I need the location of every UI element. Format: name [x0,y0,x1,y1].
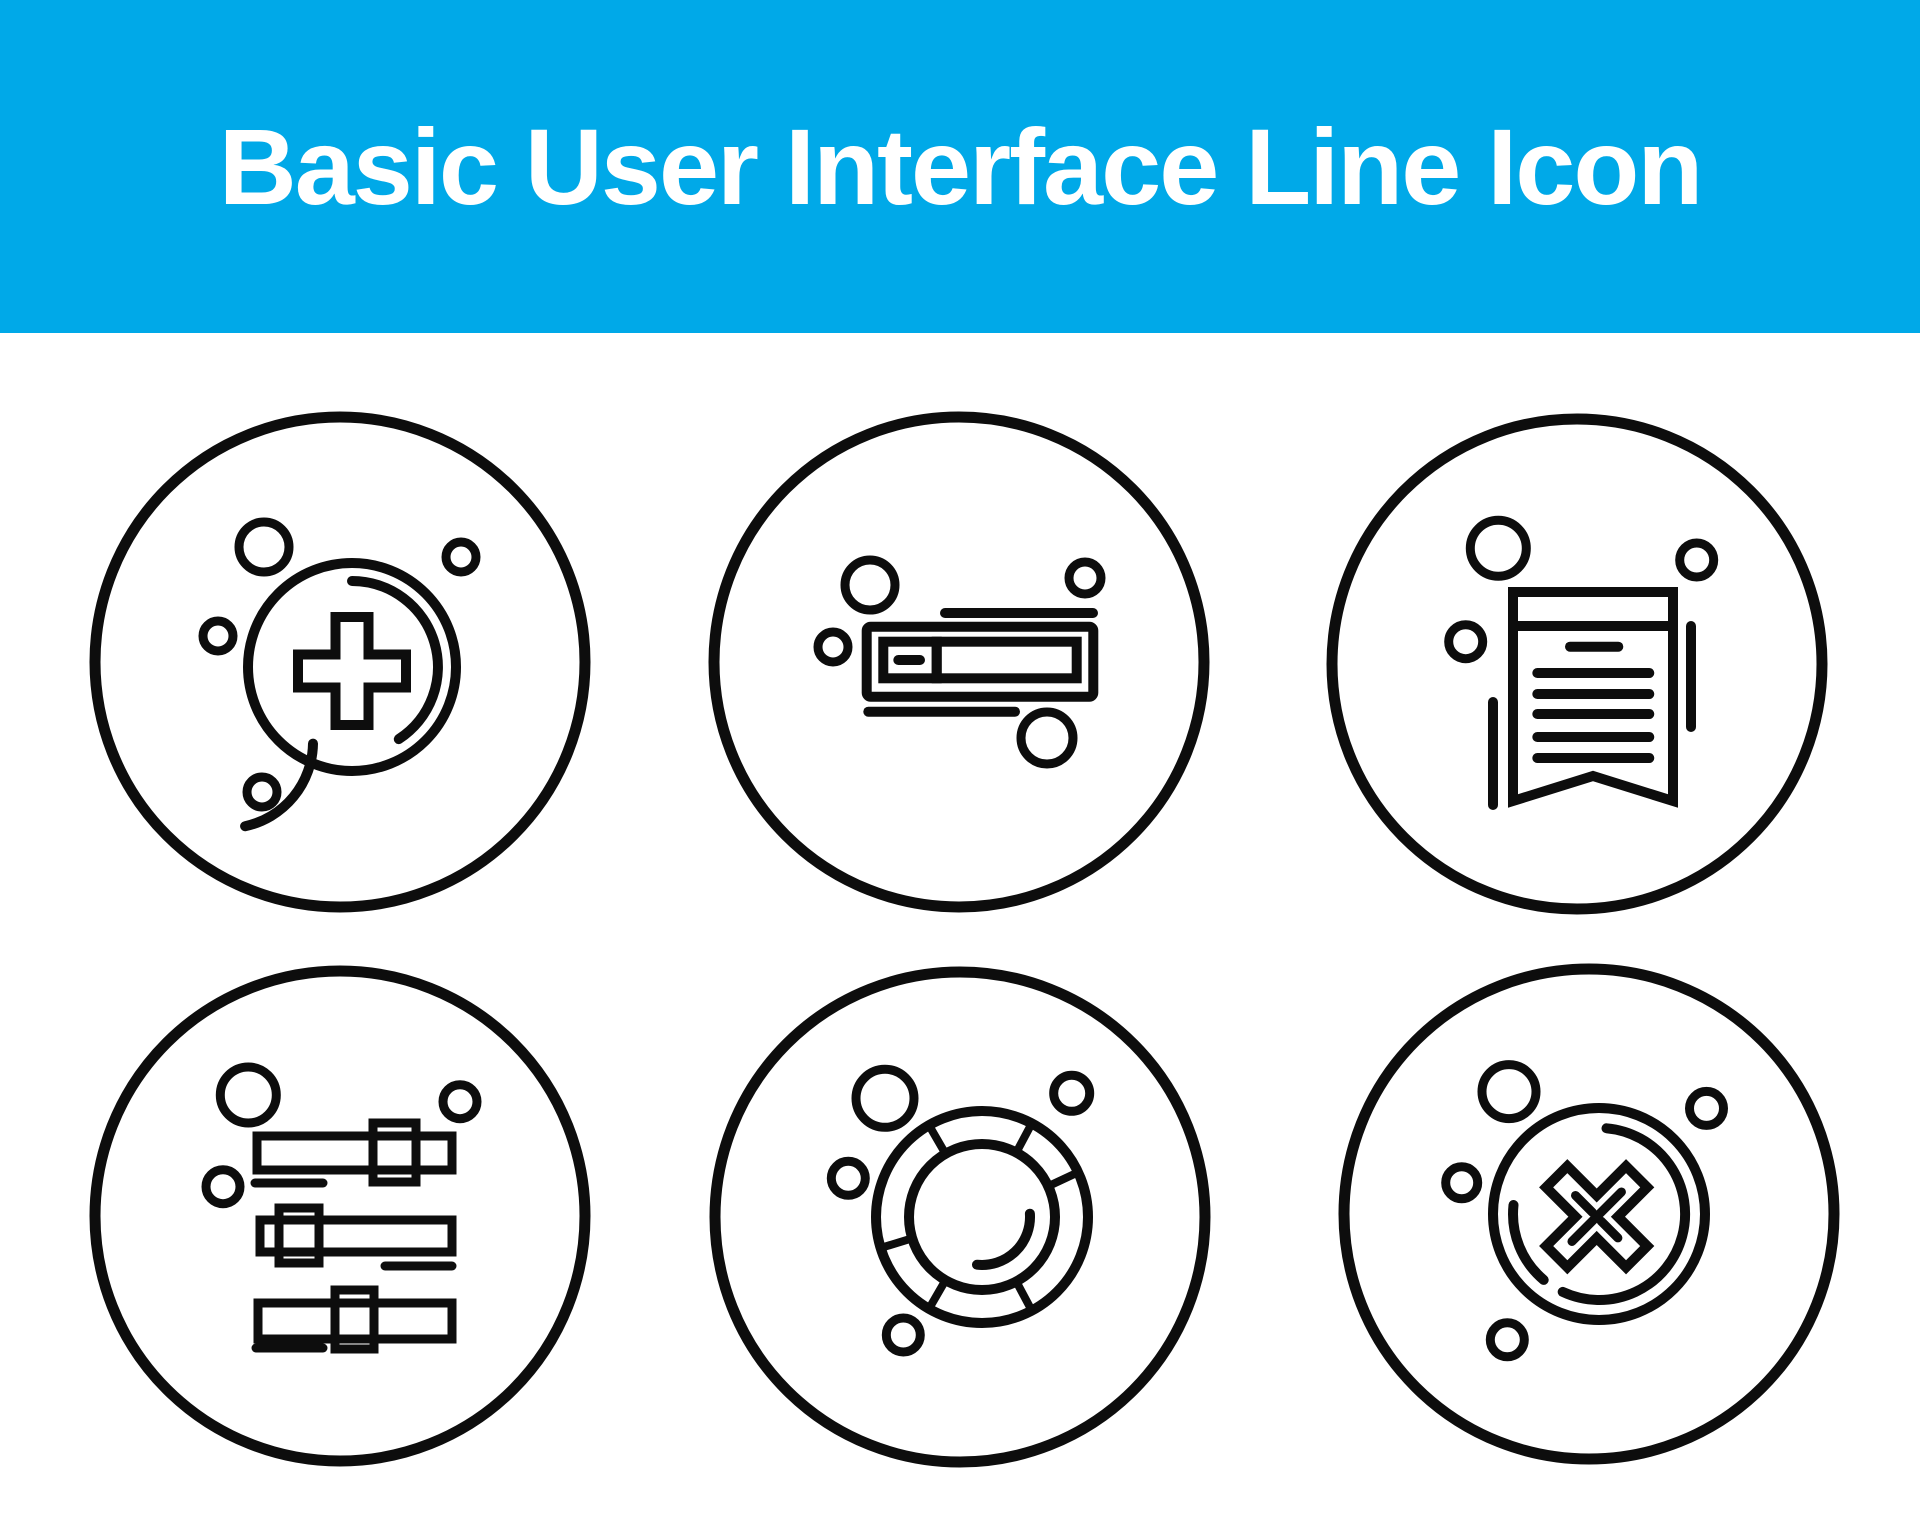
lifebuoy-help-icon [709,966,1211,1468]
badge-circle [1326,413,1828,915]
decor-dot [1441,1162,1483,1204]
medallion-circle [1488,1103,1710,1325]
cross-inner-line [1567,1187,1626,1246]
decor-dot [881,1313,925,1357]
ring-spoke [925,1123,949,1156]
bar-outer-frame [861,621,1099,702]
ring-spoke [1012,1121,1036,1155]
badge-circle [89,411,591,913]
medallion-circle [243,558,461,776]
decor-dot [1444,620,1488,664]
slider-knob [330,1285,379,1354]
decor-dot [1064,557,1106,599]
decor-dot [215,1062,281,1128]
decor-dot [234,517,294,577]
decor-dot [242,772,282,812]
badge-circle [708,411,1210,913]
decor-dot [813,627,853,667]
badge-circle [1338,963,1840,1465]
inner-swoosh-arc [972,1208,1035,1270]
decor-dot [198,616,238,656]
decor-dot [1049,1070,1095,1116]
decor-dot [840,555,900,615]
slider-track [253,1298,457,1344]
slider-track [252,1131,457,1175]
icon-bookmark [1317,404,1837,924]
badge-circle [89,965,591,1467]
ring-spoke [925,1278,949,1311]
medallion-arc [347,576,443,745]
cross-inner-line [1596,1216,1623,1243]
slider-knob [368,1118,421,1187]
decor-dot [1675,538,1719,582]
page-title: Basic User Interface Line Icon [218,106,1704,227]
icon-lifebuoy [700,957,1220,1477]
decor-dot [1465,515,1531,581]
loading-bar-icon [708,411,1210,913]
slider-track [255,1215,457,1257]
bookmark-sheet [1508,587,1678,808]
icon-add-plus [80,402,600,922]
icon-settings-sliders [80,956,600,1476]
ring-spoke [1012,1279,1036,1313]
decor-dot [441,537,481,577]
ring-spoke [1046,1168,1080,1190]
icon-close-cross [1329,954,1849,1474]
cross-glyph [1539,1159,1655,1275]
slider-knob [274,1203,324,1268]
close-cross-circle-icon [1338,963,1840,1465]
decor-dot [201,1165,245,1209]
badge-circle [709,966,1211,1468]
decor-dot [1016,707,1078,769]
decor-dot [438,1080,482,1124]
bookmark-document-icon [1326,413,1828,915]
decor-dot [826,1156,870,1200]
decor-dot [851,1064,919,1132]
cross-outline [1539,1159,1655,1275]
icon-loading-bar [699,402,1219,922]
ring-inner [904,1139,1060,1295]
ring-spoke [879,1234,914,1252]
medallion-arc [1508,1200,1549,1285]
plus-glyph [293,612,411,730]
decor-dot [1477,1060,1541,1124]
title-banner: Basic User Interface Line Icon [0,0,1920,333]
add-plus-circle-icon [89,411,591,913]
cross-inner-line [1570,1190,1597,1217]
ring-outer [871,1106,1093,1328]
decor-dot [1685,1086,1728,1130]
medallion-arc [1557,1123,1691,1305]
bar-track [931,636,1082,684]
decor-dot [1485,1318,1529,1362]
medallion-arc [136,651,318,834]
settings-sliders-icon [89,965,591,1467]
